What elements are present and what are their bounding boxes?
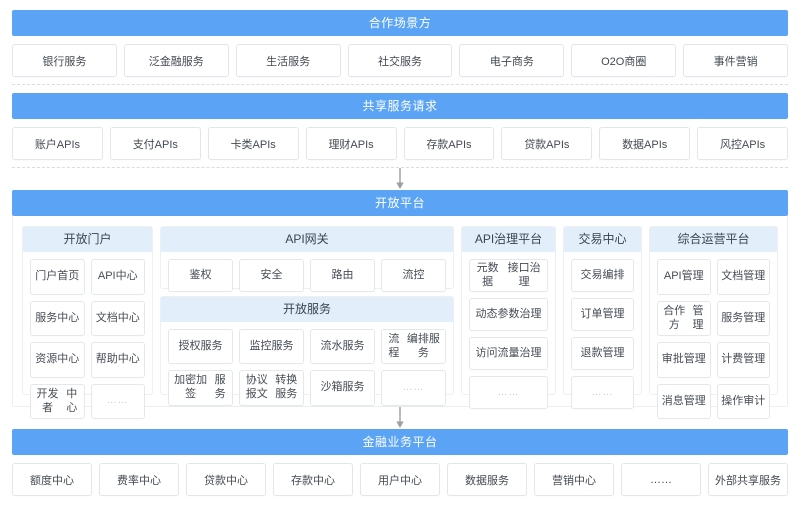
list-item[interactable]: 文档管理 [716, 259, 770, 295]
list-item[interactable]: 沙箱服务 [310, 370, 375, 406]
list-item[interactable]: 路由 [310, 259, 375, 293]
list-item[interactable]: 资源中心 [30, 342, 85, 378]
list-item[interactable]: 流程编排服务 [381, 328, 446, 365]
down-arrow-to-business [12, 406, 788, 429]
list-item-more[interactable]: …… [621, 463, 701, 496]
list-item[interactable]: 银行服务 [12, 44, 117, 77]
list-item[interactable]: 合作方管理 [657, 300, 711, 337]
list-item[interactable]: 服务管理 [716, 300, 770, 337]
list-item[interactable]: 访问流量治理 [469, 337, 548, 371]
panel-open-service-title: 开放服务 [161, 296, 453, 322]
list-item[interactable]: 用户中心 [360, 463, 440, 496]
list-item[interactable]: 存款中心 [273, 463, 353, 496]
panel-operations-title: 综合运营平台 [650, 227, 777, 253]
panel-api-gateway-items: 鉴权 安全 路由 流控 [168, 259, 446, 293]
list-item[interactable]: 数据服务 [447, 463, 527, 496]
list-item[interactable]: 订单管理 [571, 298, 634, 332]
list-item[interactable]: O2O商圈 [571, 44, 677, 77]
panel-open-service: 开放服务 授权服务 监控服务 流水服务 流程编排服务 加密加签服务 协议报文转换… [160, 295, 454, 406]
down-arrow-to-platform [12, 168, 788, 190]
panel-open-portal-title: 开放门户 [23, 227, 152, 253]
band-open-platform-title: 开放平台 [12, 190, 788, 217]
list-item[interactable]: 卡类APIs [207, 127, 299, 160]
list-item[interactable]: 审批管理 [657, 342, 711, 378]
band-shared-requests: 共享服务请求 账户APIs 支付APIs 卡类APIs 理财APIs 存款API… [12, 93, 788, 168]
list-item[interactable]: 流水服务 [310, 328, 375, 365]
list-item[interactable]: 风控APIs [697, 127, 788, 160]
band-partners: 合作场景方 银行服务 泛金融服务 生活服务 社交服务 电子商务 O2O商圈 事件… [12, 10, 789, 85]
panel-trade-center-items: 交易编排 订单管理 退款管理 …… [571, 259, 634, 410]
list-item[interactable]: 服务中心 [30, 300, 85, 337]
list-item[interactable]: 泛金融服务 [123, 44, 229, 77]
panel-api-governance: API治理平台 元数据接口治理 动态参数治理 访问流量治理 …… [461, 226, 556, 410]
panel-trade-center: 交易中心 交易编排 订单管理 退款管理 …… [563, 226, 642, 410]
list-item[interactable]: 营销中心 [534, 463, 614, 496]
list-item-more[interactable]: …… [571, 376, 634, 410]
column-governance: API治理平台 元数据接口治理 动态参数治理 访问流量治理 …… [461, 226, 556, 410]
list-item[interactable]: 操作审计 [716, 383, 770, 420]
list-item-external-shared-service[interactable]: 外部共享服务 [708, 463, 788, 496]
column-trade-center: 交易中心 交易编排 订单管理 退款管理 …… [563, 226, 642, 410]
list-item[interactable]: 动态参数治理 [469, 298, 548, 332]
column-gateway: API网关 鉴权 安全 路由 流控 开放服务 授权服务 [160, 226, 454, 406]
list-item[interactable]: 存款APIs [403, 127, 495, 160]
band-business-platform-items: 额度中心 费率中心 贷款中心 存款中心 用户中心 数据服务 营销中心 …… 外部… [12, 463, 788, 496]
list-item[interactable]: 退款管理 [571, 337, 634, 371]
band-shared-requests-items: 账户APIs 支付APIs 卡类APIs 理财APIs 存款APIs 贷款API… [12, 127, 788, 160]
list-item[interactable]: 安全 [239, 259, 304, 293]
list-item[interactable]: 生活服务 [235, 44, 341, 77]
list-item[interactable]: 鉴权 [168, 259, 233, 293]
band-shared-requests-title: 共享服务请求 [12, 93, 788, 119]
list-item[interactable]: 额度中心 [12, 463, 92, 496]
list-item[interactable]: 协议报文转换服务 [239, 370, 304, 406]
list-item[interactable]: 计费管理 [716, 342, 770, 378]
list-item[interactable]: 消息管理 [657, 383, 711, 420]
list-item[interactable]: 社交服务 [347, 44, 453, 77]
list-item[interactable]: 交易编排 [571, 259, 634, 293]
panel-api-gateway-title: API网关 [161, 227, 453, 253]
list-item[interactable]: 流控 [381, 259, 446, 293]
list-item[interactable]: 门户首页 [30, 259, 85, 295]
band-partners-title: 合作场景方 [12, 10, 788, 36]
list-item-more[interactable]: …… [381, 370, 446, 406]
list-item[interactable]: 贷款中心 [186, 463, 266, 496]
list-item[interactable]: 加密加签服务 [168, 370, 233, 406]
list-item[interactable]: 费率中心 [99, 463, 179, 496]
list-item[interactable]: 理财APIs [305, 127, 397, 160]
list-item[interactable]: 文档中心 [90, 300, 145, 337]
panel-api-governance-title: API治理平台 [462, 227, 555, 253]
list-item[interactable]: 监控服务 [239, 328, 304, 365]
panel-api-gateway: API网关 鉴权 安全 路由 流控 [160, 226, 454, 293]
list-item[interactable]: 元数据接口治理 [469, 259, 548, 293]
panel-api-governance-items: 元数据接口治理 动态参数治理 访问流量治理 …… [469, 259, 548, 410]
band-business-platform-title: 金融业务平台 [12, 429, 788, 455]
list-item[interactable]: 电子商务 [459, 44, 565, 77]
list-item[interactable]: 贷款APIs [501, 127, 593, 160]
band-business-platform: 金融业务平台 额度中心 费率中心 贷款中心 存款中心 用户中心 数据服务 营销中… [12, 429, 788, 496]
list-item[interactable]: 账户APIs [12, 127, 103, 160]
list-item-more[interactable]: …… [469, 376, 548, 410]
list-item[interactable]: 事件营销 [683, 44, 789, 77]
list-item-more[interactable]: …… [90, 383, 145, 420]
panel-trade-center-title: 交易中心 [564, 227, 641, 253]
list-item[interactable]: 开发者中心 [30, 383, 85, 420]
list-item[interactable]: 支付APIs [109, 127, 201, 160]
band-partners-items: 银行服务 泛金融服务 生活服务 社交服务 电子商务 O2O商圈 事件营销 [12, 44, 789, 77]
panel-open-service-items: 授权服务 监控服务 流水服务 流程编排服务 加密加签服务 协议报文转换服务 沙箱… [168, 328, 446, 406]
list-item[interactable]: 帮助中心 [90, 342, 145, 378]
list-item[interactable]: 数据APIs [599, 127, 691, 160]
list-item[interactable]: 授权服务 [168, 328, 233, 365]
